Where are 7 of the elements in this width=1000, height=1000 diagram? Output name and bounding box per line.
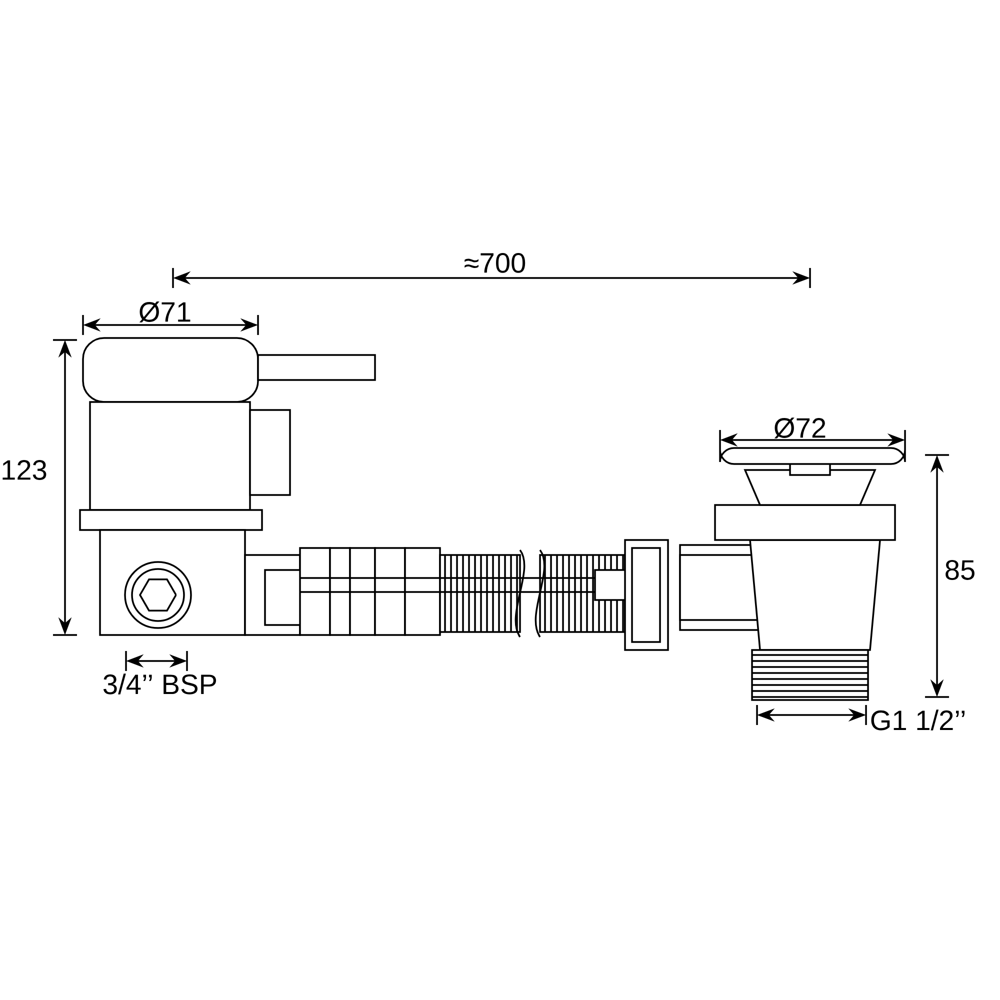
dimension-label: Ø72 bbox=[774, 418, 826, 438]
dimension-label: G1 1/2’’ bbox=[871, 710, 964, 730]
dimension-label: Ø71 bbox=[139, 302, 190, 322]
dimension-label: 3/4’’ BSP bbox=[103, 674, 216, 694]
dimension-label: ≈700 bbox=[464, 253, 526, 273]
dimension-label: 123 bbox=[2, 460, 46, 480]
dimension-label: 85 bbox=[946, 560, 974, 580]
